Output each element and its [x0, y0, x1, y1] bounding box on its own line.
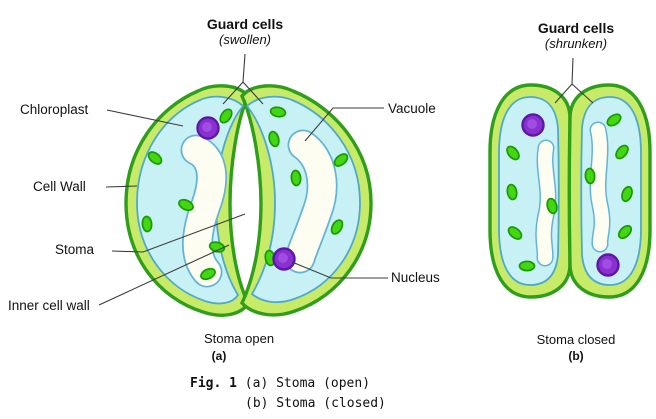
stoma-leader-line — [111, 213, 246, 253]
open-left-nucleus — [196, 116, 220, 140]
figure-caption-part-b: (b) Stoma (closed) — [245, 396, 386, 411]
cell-wall-label: Cell Wall — [33, 179, 86, 194]
guard-cells-open-pointer-line — [222, 53, 264, 105]
guard-cells-open-subtitle: (swollen) — [218, 32, 272, 47]
open-chloroplasts — [141, 106, 349, 281]
open-right-nucleus — [272, 247, 296, 271]
stoma-closed-letter: (b) — [568, 349, 584, 363]
chloroplast-leader-line — [106, 109, 184, 127]
closed-right-vacuole-fill — [591, 123, 609, 251]
closed-right-nucleus — [596, 253, 620, 277]
inner-cell-wall-label: Inner cell wall — [8, 298, 90, 313]
nucleus-label: Nucleus — [391, 270, 440, 285]
stoma-open-caption: Stoma open — [203, 331, 275, 346]
closed-chloroplasts — [506, 113, 633, 272]
figure-caption-part-a: (a) Stoma (open) — [244, 376, 371, 391]
inner-cell-wall-leader-line — [98, 244, 230, 306]
guard-cells-closed-label: Guard cells (shrunken) — [538, 20, 614, 52]
open-left-vacuole-fill — [182, 136, 226, 286]
open-stoma-diagram — [124, 84, 373, 317]
closed-left-nucleus — [521, 113, 545, 137]
figure-number: Fig. 1 — [190, 376, 237, 391]
chloroplast-label: Chloroplast — [20, 102, 89, 117]
guard-cells-open-title: Guard cells — [206, 16, 284, 32]
closed-left-vacuole-fill — [536, 141, 555, 265]
figure-caption: Fig. 1 (a) Stoma (open) (b) Stoma (close… — [190, 374, 386, 414]
open-right-cytoplasm — [245, 95, 361, 304]
guard-cells-closed-title: Guard cells — [537, 20, 615, 36]
stoma-open-letter: (a) — [211, 349, 227, 363]
cell-wall-leader-line — [105, 185, 138, 188]
stoma-closed-caption: Stoma closed — [536, 332, 616, 347]
figure-caption-line1: Fig. 1 (a) Stoma (open) — [190, 374, 386, 394]
vacuole-leader-line — [304, 107, 384, 142]
open-right-vacuole-fill — [286, 131, 336, 272]
guard-cells-open-label: Guard cells (swollen) — [207, 16, 283, 48]
guard-cells-closed-subtitle: (shrunken) — [544, 36, 608, 51]
closed-stoma-diagram — [488, 83, 652, 299]
leader-lines — [98, 53, 594, 306]
guard-cells-closed-pointer-line — [554, 57, 594, 104]
nucleus-leader-line — [291, 261, 388, 279]
vacuole-label: Vacuole — [388, 101, 436, 116]
stoma-label: Stoma — [55, 242, 95, 257]
